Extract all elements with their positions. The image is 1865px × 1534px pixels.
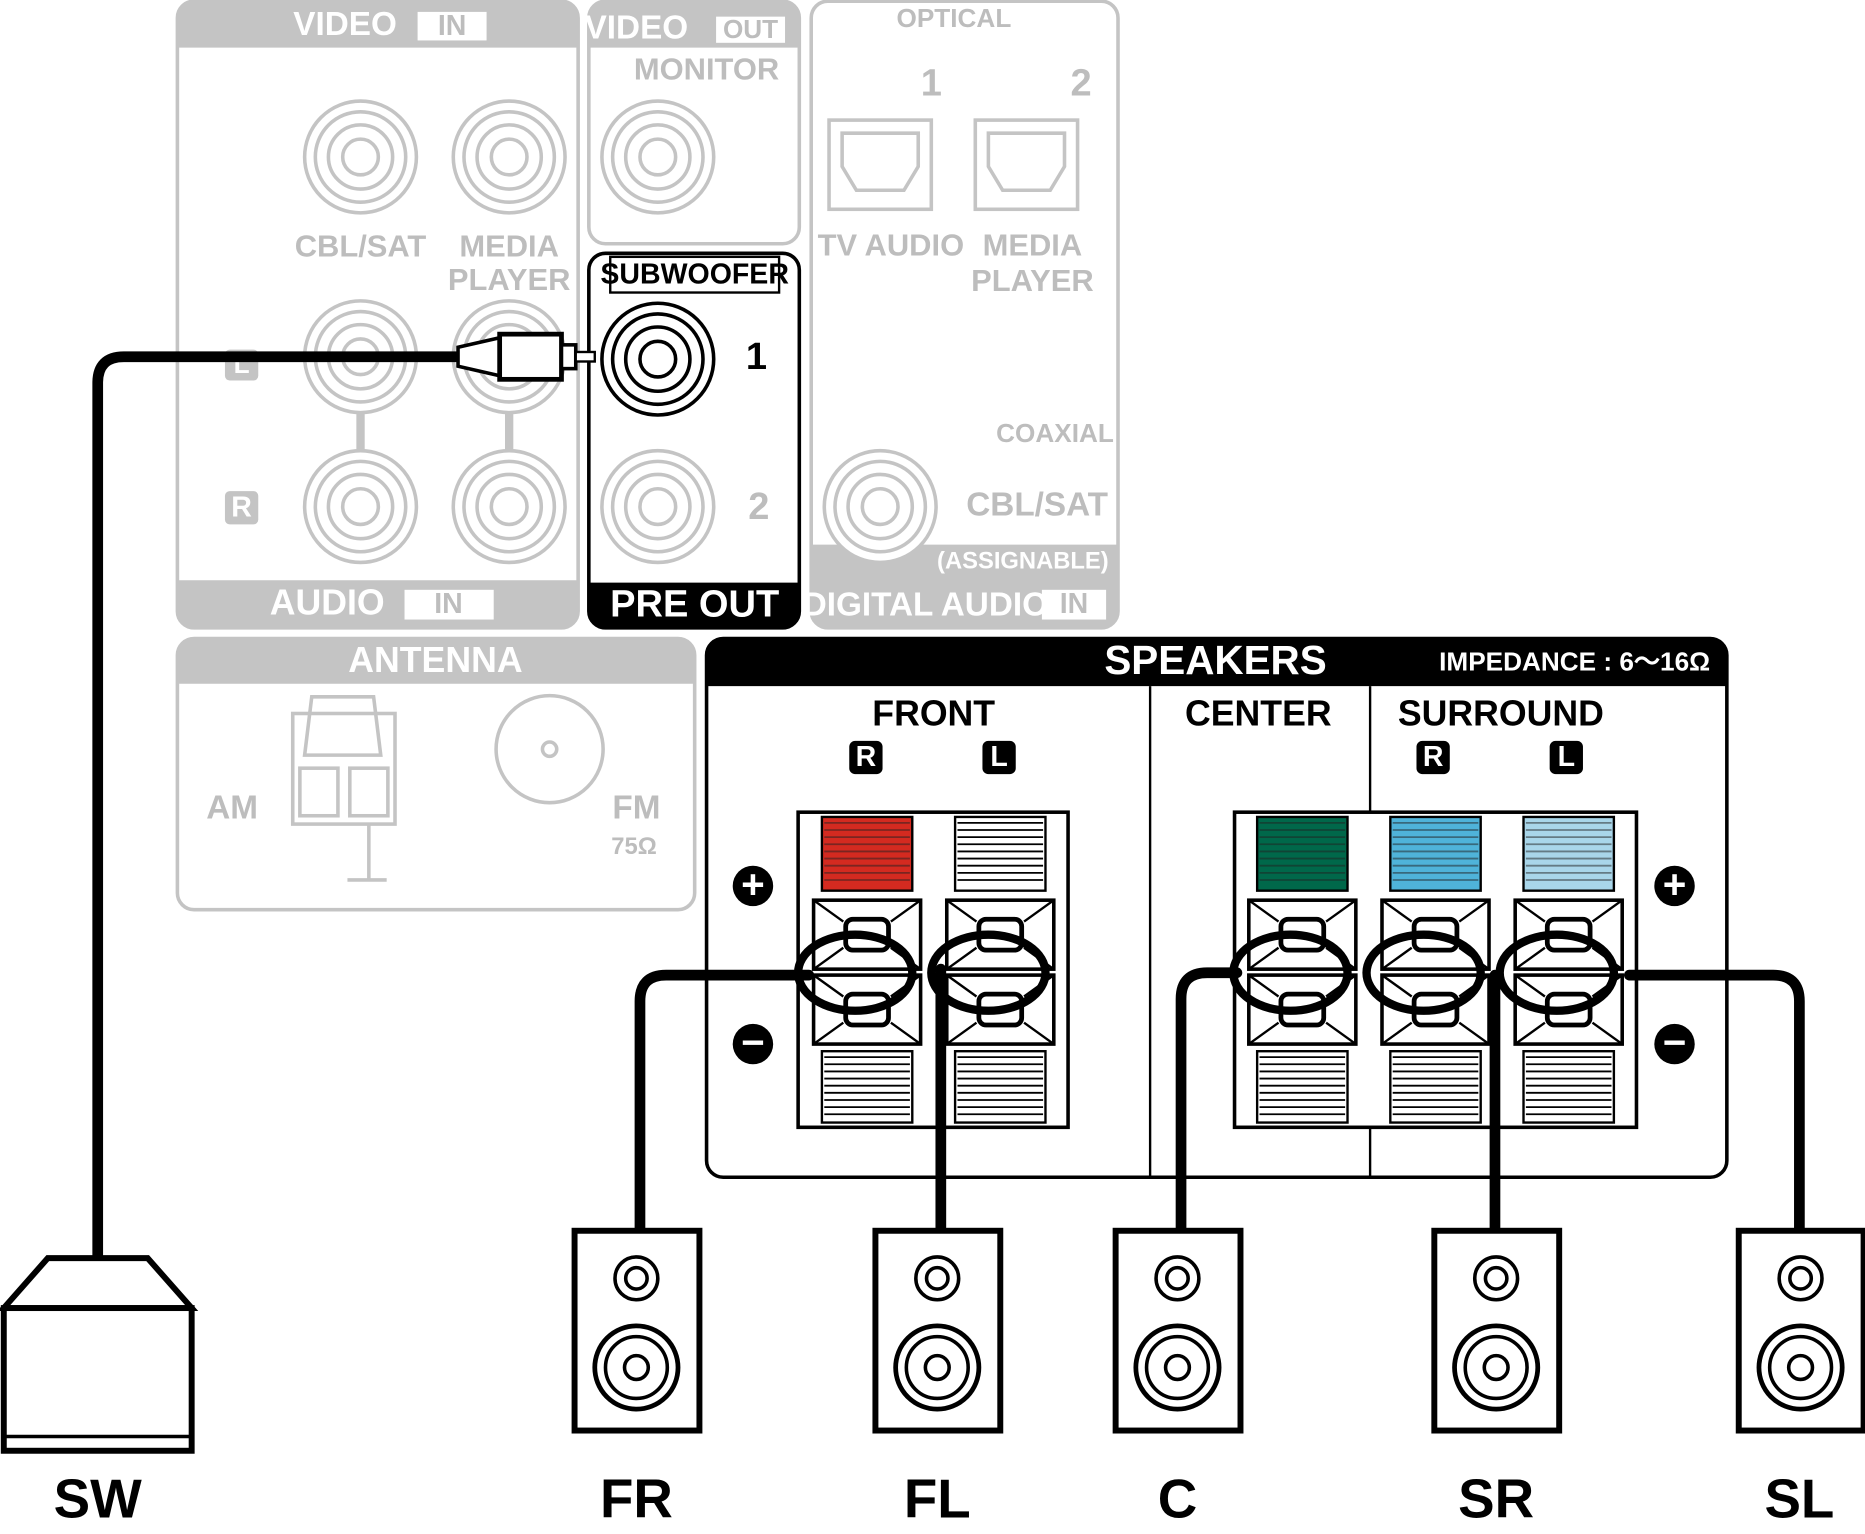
optical-port-1 [827,118,934,212]
media-player-audio-r-jack [451,448,567,565]
sr-wire-loop [1362,930,1485,1015]
subwoofer-2-label: 2 [748,486,769,528]
video-in-title: VIDEO [293,6,397,43]
video-out-tag: OUT [723,14,778,44]
minus-symbol: − [741,1019,765,1065]
device-label-sr: SR [1458,1468,1534,1530]
tv-audio-label: TV AUDIO [818,228,965,263]
sr-speaker-device [1431,1227,1563,1434]
optical-2-label: 2 [1071,63,1092,105]
digital-media-player-label: MEDIA [983,228,1083,263]
minus-icon: − [732,1019,774,1065]
surround-r-badge: R [1416,740,1450,775]
optical-1-label: 1 [921,63,942,105]
c-wire-loop [1229,930,1352,1015]
surround-l-badge: L [1549,740,1583,775]
fm-antenna-jack [494,693,605,805]
subwoofer-1-label: 1 [746,336,767,378]
cbl-sat-audio-r-jack [302,448,419,565]
pre-out-panel: SUBWOOFER 1 2 PRE OUT [587,251,802,630]
c-speaker-device [1112,1227,1244,1434]
surround-r-badge-text: R [1423,741,1444,773]
c-speaker-terminal[interactable] [1247,815,1358,1124]
fr-speaker-terminal[interactable] [811,815,923,1124]
media-player-video-jack [451,99,567,215]
plus-symbol: + [1663,861,1687,907]
video-out-panel: VIDEO OUT MONITOR [585,0,802,246]
fm-label: FM [612,790,660,827]
cbl-sat-video-jack [302,99,419,215]
coaxial-cbl-sat-label: CBL/SAT [966,486,1108,523]
subwoofer-cable [92,351,464,1263]
sr-speaker-terminal[interactable] [1380,815,1491,1124]
sl-cable [1623,969,1805,1237]
fr-wire-loop [793,930,917,1015]
antenna-panel: ANTENNA AM FM 75Ω [175,636,697,912]
fm-impedance-label: 75Ω [611,833,657,860]
antenna-title: ANTENNA [348,640,522,680]
media-player-label: MEDIA [459,229,559,264]
minus-symbol: − [1663,1019,1687,1065]
fr-cable [634,969,815,1237]
fr-speaker-device [571,1227,703,1434]
media-player-label-2: PLAYER [448,262,571,297]
surround-l-badge-text: L [1558,741,1575,773]
front-r-badge-text: R [856,741,877,773]
optical-port-2 [973,118,1080,212]
subwoofer-device [0,1255,199,1454]
fl-wire-loop [927,930,1050,1015]
pre-out-title: PRE OUT [610,584,779,626]
video-in-tag: IN [438,10,467,42]
fl-speaker-terminal[interactable] [944,815,1056,1124]
device-label-fr: FR [600,1468,673,1530]
device-label-sl: SL [1764,1468,1834,1530]
center-label: CENTER [1185,693,1332,733]
device-label-c: C [1158,1468,1198,1530]
coaxial-label: COAXIAL [996,418,1114,448]
audio-in-tag: IN [434,588,463,620]
plus-symbol: + [741,861,765,907]
cbl-sat-label: CBL/SAT [295,229,427,264]
assignable-label: (ASSIGNABLE) [937,548,1109,575]
rca-plug [456,331,596,382]
audio-right-badge: R [231,491,252,523]
coaxial-jack [822,448,938,565]
speakers-panel: SPEAKERS IMPEDANCE : 6～16Ω FRONT CENTER … [704,636,1729,1180]
am-label: AM [206,790,258,827]
sl-speaker-terminal[interactable] [1513,815,1624,1124]
impedance-label: IMPEDANCE : 6～16Ω [1439,646,1710,676]
device-label-sw: SW [54,1468,142,1530]
monitor-label: MONITOR [634,52,779,87]
minus-icon: − [1654,1019,1695,1065]
c-cable [1175,967,1243,1237]
sl-wire-loop [1495,930,1619,1015]
video-out-title: VIDEO [585,10,689,47]
plus-icon: + [732,861,774,907]
fl-speaker-device [872,1227,1004,1434]
plus-icon: + [1654,861,1695,907]
front-l-badge: L [982,740,1016,775]
digital-audio-tag: IN [1060,588,1089,620]
digital-audio-title: DIGITAL AUDIO [803,586,1048,623]
digital-audio-panel: OPTICAL 1 2 TV AUDIO MEDIA PLAYER COAXIA… [803,0,1120,630]
subwoofer-1-jack [600,301,716,417]
am-terminal [290,695,397,882]
front-label: FRONT [872,693,995,733]
subwoofer-2-jack [600,448,716,565]
front-l-badge-text: L [990,741,1007,773]
surround-label: SURROUND [1398,693,1604,733]
front-r-badge: R [849,740,883,775]
digital-media-player-label-2: PLAYER [971,263,1094,298]
monitor-out-jack [600,99,716,215]
sl-speaker-device [1735,1227,1865,1434]
optical-label: OPTICAL [897,3,1012,33]
cables [92,331,1805,1263]
device-label-fl: FL [904,1468,971,1530]
audio-in-title: AUDIO [270,583,385,623]
subwoofer-label: SUBWOOFER [600,258,789,290]
speakers-title: SPEAKERS [1104,637,1326,683]
